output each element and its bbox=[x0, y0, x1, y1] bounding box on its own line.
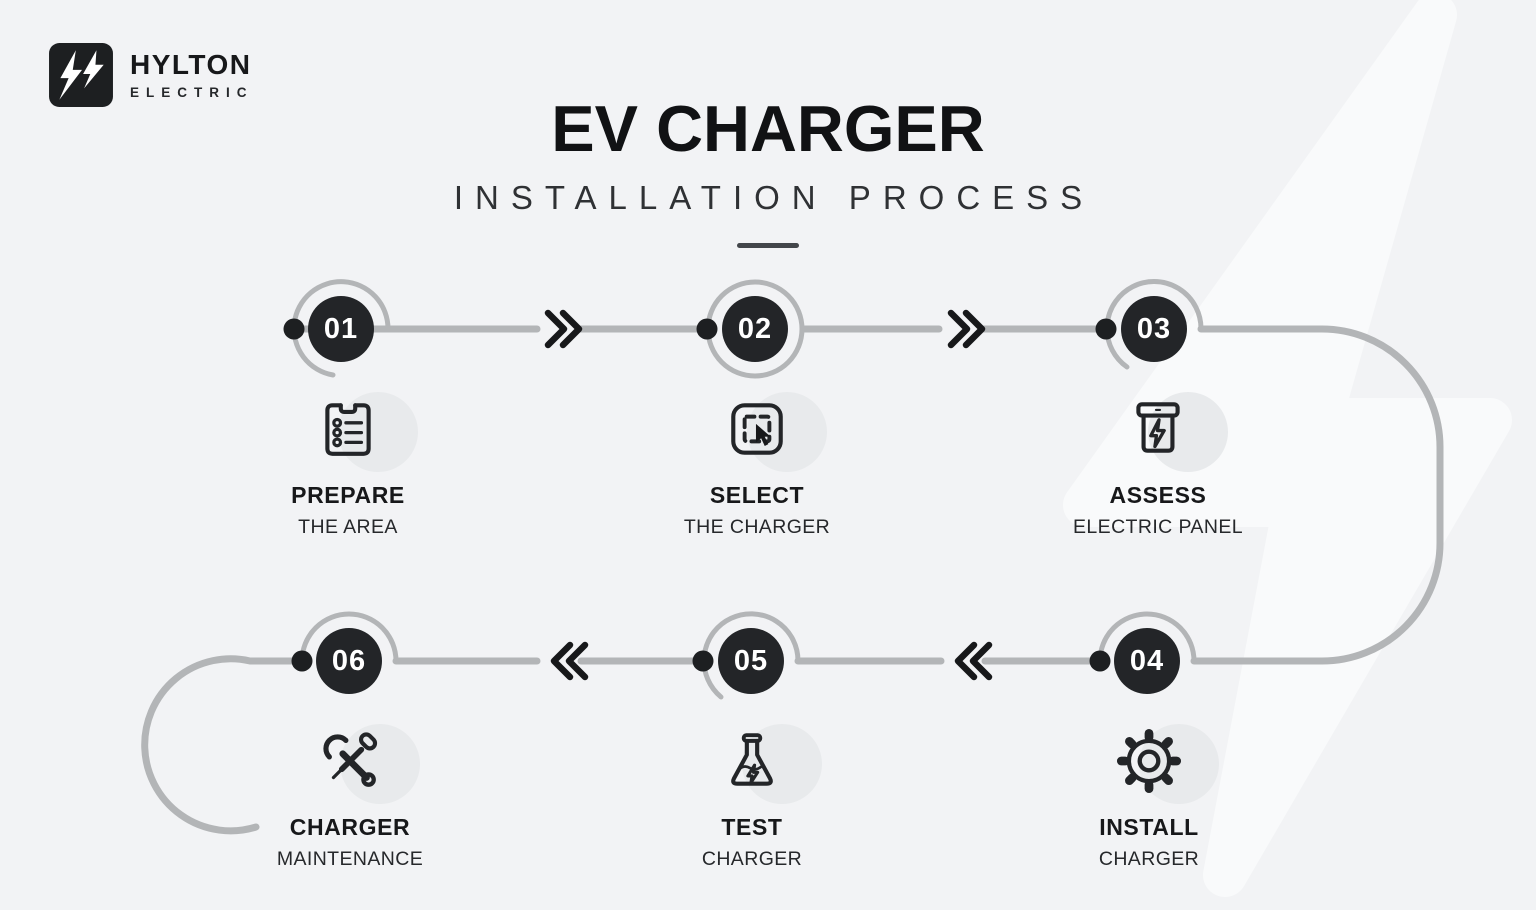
chevron-left-icon bbox=[550, 641, 589, 681]
step-info-02: SELECT THE CHARGER bbox=[617, 392, 897, 539]
step-title: SELECT bbox=[709, 482, 805, 508]
step-node-06: 06 bbox=[316, 628, 382, 694]
step-node-02: 02 bbox=[722, 296, 788, 362]
step-subtitle: MAINTENANCE bbox=[276, 848, 424, 870]
step-title: CHARGER bbox=[289, 814, 411, 840]
chevron-right-icon bbox=[947, 309, 986, 349]
step-node-04: 04 bbox=[1114, 628, 1180, 694]
step-title: PREPARE bbox=[291, 482, 405, 508]
step-subtitle: THE CHARGER bbox=[683, 516, 831, 538]
test-flask-icon bbox=[731, 733, 773, 786]
step-info-03: ASSESS ELECTRIC PANEL bbox=[1018, 392, 1298, 539]
step-subtitle: THE AREA bbox=[298, 516, 398, 538]
step-icon-wrap bbox=[294, 724, 420, 804]
step-number: 03 bbox=[1136, 312, 1172, 345]
brand-logo: HYLTON ELECTRIC bbox=[48, 42, 254, 108]
step-icon-wrap bbox=[292, 392, 418, 472]
step-info-05: TEST CHARGER bbox=[612, 724, 892, 871]
step-node-01: 01 bbox=[308, 296, 374, 362]
select-cursor-icon bbox=[731, 403, 783, 455]
step-subtitle: ELECTRIC PANEL bbox=[1073, 516, 1243, 538]
step-subtitle: CHARGER bbox=[1098, 848, 1200, 870]
step-number: 05 bbox=[733, 644, 769, 677]
step-icon-wrap bbox=[701, 392, 827, 472]
page-subtitle: INSTALLATION PROCESS bbox=[453, 179, 1095, 216]
step-icon-wrap bbox=[1102, 392, 1228, 472]
step-title: ASSESS bbox=[1109, 482, 1207, 508]
step-number: 01 bbox=[323, 312, 359, 345]
brand-subtitle: ELECTRIC bbox=[130, 84, 254, 100]
gear-icon bbox=[1116, 728, 1182, 794]
step-node-03: 03 bbox=[1121, 296, 1187, 362]
step-title: INSTALL bbox=[1099, 814, 1199, 840]
double-lightning-bolt-icon bbox=[49, 43, 113, 107]
brand-name: HYLTON bbox=[130, 49, 252, 81]
page-title: EV CHARGER bbox=[551, 92, 985, 165]
step-title: TEST bbox=[721, 814, 783, 840]
step-node-05: 05 bbox=[718, 628, 784, 694]
step-icon-wrap bbox=[1093, 724, 1219, 804]
chevron-left-icon bbox=[954, 641, 993, 681]
step-info-04: INSTALL CHARGER bbox=[1009, 724, 1289, 871]
maintenance-tools-icon bbox=[323, 732, 378, 787]
step-info-01: PREPARE THE AREA bbox=[208, 392, 488, 539]
step-number: 06 bbox=[331, 644, 367, 677]
electric-panel-icon bbox=[1136, 402, 1180, 453]
chevron-right-icon bbox=[544, 309, 583, 349]
step-subtitle: CHARGER bbox=[701, 848, 803, 870]
brand-text: HYLTON ELECTRIC bbox=[130, 49, 254, 100]
checklist-clipboard-icon bbox=[325, 403, 371, 456]
step-number: 04 bbox=[1129, 644, 1165, 677]
step-info-06: CHARGER MAINTENANCE bbox=[210, 724, 490, 871]
step-icon-wrap bbox=[696, 724, 822, 804]
step-number: 02 bbox=[737, 312, 773, 345]
header: EV CHARGER INSTALLATION PROCESS bbox=[0, 96, 1536, 248]
title-divider bbox=[737, 243, 799, 248]
